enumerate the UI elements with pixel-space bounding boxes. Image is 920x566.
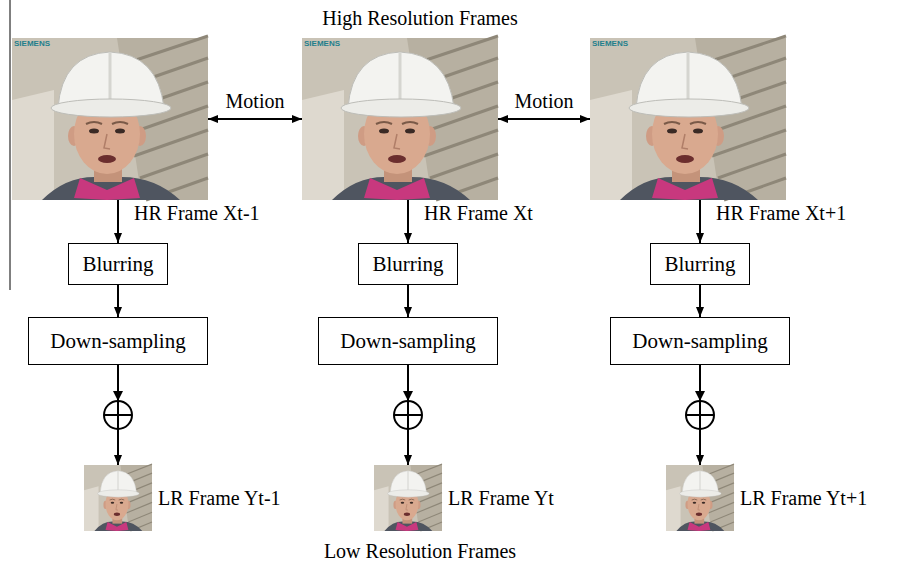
hr-frame: HR Frame Xt bbox=[302, 38, 498, 200]
flow-arrow bbox=[117, 365, 119, 465]
logo-text: SIEMENS bbox=[304, 39, 340, 48]
process-box: Down-sampling bbox=[28, 317, 208, 365]
process-box: Blurring bbox=[650, 243, 750, 285]
frame-label: HR Frame Xt-1 bbox=[134, 202, 260, 225]
logo-text: SIEMENS bbox=[14, 39, 50, 48]
flow-arrow bbox=[699, 365, 701, 465]
flow-arrow bbox=[407, 365, 409, 465]
motion-arrow bbox=[208, 118, 302, 120]
flow-arrow bbox=[699, 200, 701, 243]
edge-label: Motion bbox=[226, 90, 285, 113]
hr-frame: HR Frame Xt-1 bbox=[12, 38, 208, 200]
box-label: Blurring bbox=[664, 252, 735, 276]
flow-arrow bbox=[407, 285, 409, 317]
lr-frame: LR Frame Yt-1 bbox=[84, 465, 152, 531]
flow-arrow bbox=[117, 285, 119, 317]
hr-frame: HR Frame Xt+1 bbox=[590, 38, 786, 200]
diagram-title: High Resolution Frames bbox=[322, 7, 518, 30]
process-box: Down-sampling bbox=[610, 317, 790, 365]
frame-label: LR Frame Yt+1 bbox=[740, 487, 867, 510]
edge-rule bbox=[10, 0, 11, 290]
flow-arrow bbox=[699, 285, 701, 317]
frame-label: HR Frame Xt+1 bbox=[716, 202, 846, 225]
box-label: Blurring bbox=[82, 252, 153, 276]
process-box: Blurring bbox=[358, 243, 458, 285]
lr-frame-picture bbox=[374, 464, 442, 531]
box-label: Down-sampling bbox=[50, 329, 185, 353]
flow-arrow bbox=[117, 200, 119, 243]
logo-text: SIEMENS bbox=[592, 39, 628, 48]
hr-frame-picture bbox=[12, 36, 208, 200]
frame-label: HR Frame Xt bbox=[424, 202, 533, 225]
hr-frame-picture bbox=[590, 36, 786, 200]
box-label: Down-sampling bbox=[340, 329, 475, 353]
flow-arrow bbox=[407, 200, 409, 243]
lr-frame: LR Frame Yt bbox=[374, 465, 442, 531]
box-label: Down-sampling bbox=[632, 329, 767, 353]
lr-frame: LR Frame Yt+1 bbox=[666, 465, 734, 531]
lr-frame-picture bbox=[666, 464, 734, 531]
hr-frame-picture bbox=[302, 36, 498, 200]
process-box: Down-sampling bbox=[318, 317, 498, 365]
diagram-caption: Low Resolution Frames bbox=[324, 540, 516, 563]
box-label: Blurring bbox=[372, 252, 443, 276]
process-box: Blurring bbox=[68, 243, 168, 285]
lr-frame-picture bbox=[84, 464, 152, 531]
edge-label: Motion bbox=[515, 90, 574, 113]
frame-label: LR Frame Yt-1 bbox=[158, 487, 281, 510]
motion-arrow bbox=[498, 118, 590, 120]
frame-label: LR Frame Yt bbox=[448, 487, 554, 510]
